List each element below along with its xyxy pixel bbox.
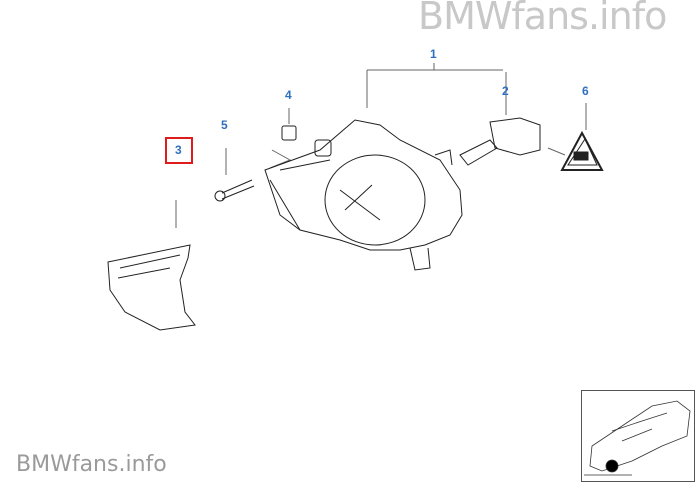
- bulb-h11: [459, 117, 541, 166]
- callout-5[interactable]: 5: [221, 118, 228, 132]
- clip-nut: [281, 125, 297, 141]
- callout-6[interactable]: 6: [582, 84, 589, 98]
- callout-2[interactable]: 2: [502, 84, 509, 98]
- watermark-bottom: BMWfans.info: [16, 452, 167, 477]
- callout-4[interactable]: 4: [285, 88, 292, 102]
- warning-sticker: [560, 130, 604, 171]
- leader-lines: [175, 63, 587, 228]
- selected-callout-highlight: [165, 137, 193, 164]
- callout-1[interactable]: 1: [430, 47, 437, 61]
- trim-cover: [107, 244, 196, 331]
- fog-light-housing: [264, 119, 463, 271]
- screw: [214, 179, 255, 202]
- watermark-top: BMWfans.info: [418, 0, 667, 38]
- vehicle-location-thumbnail: [581, 390, 695, 482]
- callout-3[interactable]: 3: [175, 143, 182, 157]
- car-outline-icon: [584, 400, 691, 476]
